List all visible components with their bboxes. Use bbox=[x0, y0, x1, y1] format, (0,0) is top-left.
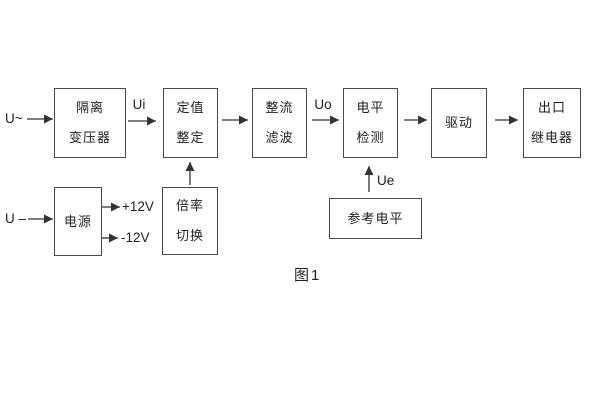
signal-ue-label: Ue bbox=[377, 173, 395, 188]
block-label: 出口 bbox=[537, 100, 566, 115]
minus12v-label: -12V bbox=[121, 230, 150, 245]
block-label: 定值 bbox=[176, 100, 205, 115]
block-label: 检测 bbox=[356, 130, 385, 145]
block-ratio-switching: 倍率 切换 bbox=[162, 187, 218, 255]
block-label: 隔离 bbox=[75, 100, 104, 115]
plus12v-label: +12V bbox=[122, 199, 154, 214]
block-label: 滤波 bbox=[265, 130, 294, 145]
block-power-supply: 电源 bbox=[54, 187, 102, 256]
figure-caption: 图1 bbox=[294, 267, 322, 284]
block-label: 电源 bbox=[63, 213, 92, 229]
dc-input-label: U – bbox=[5, 211, 27, 226]
block-label: 变压器 bbox=[68, 130, 111, 145]
signal-ui-label: Ui bbox=[132, 97, 146, 112]
block-label: 整定 bbox=[176, 130, 205, 145]
block-driver: 驱动 bbox=[431, 88, 487, 158]
block-reference-level: 参考电平 bbox=[329, 198, 422, 239]
block-label: 继电器 bbox=[530, 130, 573, 145]
block-label: 驱动 bbox=[444, 115, 473, 130]
block-label: 倍率 bbox=[175, 198, 204, 213]
block-rectifier-filter: 整流 滤波 bbox=[252, 88, 307, 158]
ac-input-label: U~ bbox=[5, 111, 23, 126]
block-label: 电平 bbox=[356, 100, 385, 115]
block-output-relay: 出口 继电器 bbox=[523, 88, 581, 158]
signal-uo-label: Uo bbox=[314, 97, 332, 112]
block-label: 切换 bbox=[175, 228, 204, 243]
block-isolation-transformer: 隔离 变压器 bbox=[54, 88, 126, 158]
block-label: 参考电平 bbox=[347, 210, 404, 226]
block-label: 整流 bbox=[265, 100, 294, 115]
block-setting-adjustment: 定值 整定 bbox=[163, 88, 218, 158]
block-level-detection: 电平 检测 bbox=[343, 88, 398, 158]
